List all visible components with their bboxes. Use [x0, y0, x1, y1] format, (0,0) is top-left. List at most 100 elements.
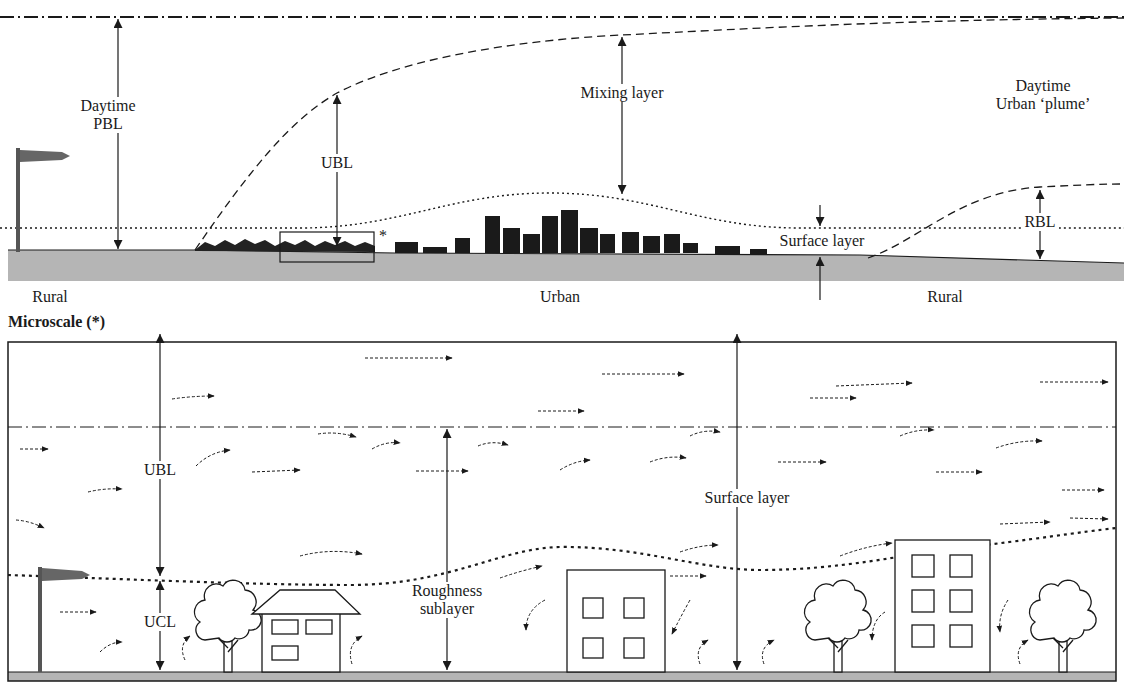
- pbl-top-line: [0, 16, 1124, 18]
- city-buildings: [561, 210, 578, 253]
- ubl-top-line: [8, 427, 1116, 428]
- airflow-arrow: [840, 543, 892, 556]
- airflow-arrow: [500, 566, 542, 578]
- building: [624, 638, 644, 658]
- airflow-arrow: [172, 396, 214, 399]
- pbl-top-line: [0, 17, 1124, 18]
- layer-label: RBL: [1021, 213, 1058, 231]
- building: [583, 638, 603, 658]
- region-label: Urban: [540, 288, 580, 306]
- airflow-arrow: [680, 545, 718, 552]
- airflow-arrow: [1018, 640, 1028, 664]
- airflow-arrow: [252, 470, 300, 472]
- dimension-arrow: [819, 205, 820, 226]
- airflow-arrow: [900, 430, 934, 436]
- airflow-arrow: [478, 443, 508, 446]
- city-buildings: [523, 234, 540, 253]
- airflow-arrow: [1000, 600, 1008, 632]
- house: [252, 590, 360, 614]
- city-buildings: [395, 210, 767, 254]
- ubl-top-line: [8, 427, 1116, 428]
- windsock: [16, 148, 20, 252]
- building: [950, 625, 972, 647]
- city-buildings: [580, 228, 598, 253]
- city-buildings: [664, 234, 680, 253]
- airflow-arrow: [672, 600, 690, 634]
- airflow-arrow: [560, 460, 590, 470]
- microscale-frame: [8, 672, 1116, 681]
- airflow-arrow: [318, 433, 356, 437]
- rbl-top-curve: [868, 184, 1124, 258]
- city-buildings: [600, 234, 615, 253]
- airflow-arrow: [762, 640, 774, 664]
- building: [567, 540, 990, 672]
- building: [912, 625, 934, 647]
- airflow-arrow: [60, 612, 96, 613]
- city-buildings: [542, 216, 558, 253]
- dimension-arrow: [819, 257, 820, 300]
- building: [912, 555, 934, 577]
- layer-label: Roughness sublayer: [404, 582, 490, 619]
- airflow-arrow: [836, 383, 912, 386]
- surface-layer-top: [0, 193, 1124, 228]
- microscale-window: [280, 232, 374, 262]
- layer-label: Mixing layer: [577, 84, 666, 102]
- building: [895, 540, 990, 672]
- airflow-arrow: [1000, 522, 1050, 524]
- airflow-arrow: [650, 457, 686, 462]
- airflow-arrow: [1040, 382, 1108, 383]
- airflow-arrow: [416, 471, 468, 472]
- rbl-top-curve: [868, 184, 1124, 258]
- house: [306, 620, 332, 634]
- house: [262, 612, 340, 672]
- airflow-arrow: [100, 642, 122, 652]
- dimension-arrow: [118, 19, 1040, 300]
- building: [912, 590, 934, 612]
- airflow-arrow: [16, 520, 44, 528]
- airflow-arrow: [16, 358, 1108, 664]
- building: [624, 598, 644, 618]
- ucl-top-curve: [8, 528, 1116, 585]
- city-buildings: [750, 249, 767, 254]
- airflow-arrow: [872, 612, 885, 640]
- layer-label: Daytime PBL: [70, 97, 146, 134]
- layer-label: Surface layer: [780, 232, 865, 250]
- callout-mark: *: [379, 227, 387, 245]
- layer-label: UBL: [318, 154, 356, 172]
- building: [950, 590, 972, 612]
- microscale-window: [280, 232, 374, 262]
- microscale-frame: [8, 342, 1116, 681]
- suburban-canopy: [195, 239, 375, 252]
- city-buildings: [622, 232, 639, 253]
- surface-layer-top: [0, 193, 1124, 228]
- city-buildings: [503, 228, 520, 253]
- layer-label: UBL: [141, 461, 179, 479]
- ucl-top-curve: [8, 528, 1116, 585]
- dimension-arrow: [160, 334, 737, 670]
- airflow-arrow: [20, 449, 48, 450]
- building: [950, 555, 972, 577]
- house: [272, 646, 298, 660]
- suburban-canopy: [195, 239, 375, 252]
- building: [583, 598, 603, 618]
- dimension-arrow: [117, 19, 118, 249]
- layer-label: Daytime Urban ‘plume’: [995, 77, 1092, 114]
- microscale-frame: [8, 342, 1116, 681]
- airflow-arrow: [810, 398, 856, 399]
- city-buildings: [455, 238, 470, 253]
- airflow-arrow: [372, 443, 400, 449]
- city-buildings: [715, 246, 740, 254]
- dimension-arrow: [446, 429, 447, 670]
- ubl-top-curve: [195, 18, 1124, 250]
- airflow-arrow: [936, 472, 982, 473]
- airflow-arrow: [196, 450, 230, 466]
- airflow-arrow: [182, 636, 190, 660]
- airflow-arrow: [602, 374, 684, 375]
- airflow-arrow: [690, 431, 720, 436]
- city-buildings: [683, 243, 698, 253]
- dimension-arrow: [621, 37, 622, 194]
- ground-band: [8, 250, 1124, 281]
- city-buildings: [643, 236, 660, 253]
